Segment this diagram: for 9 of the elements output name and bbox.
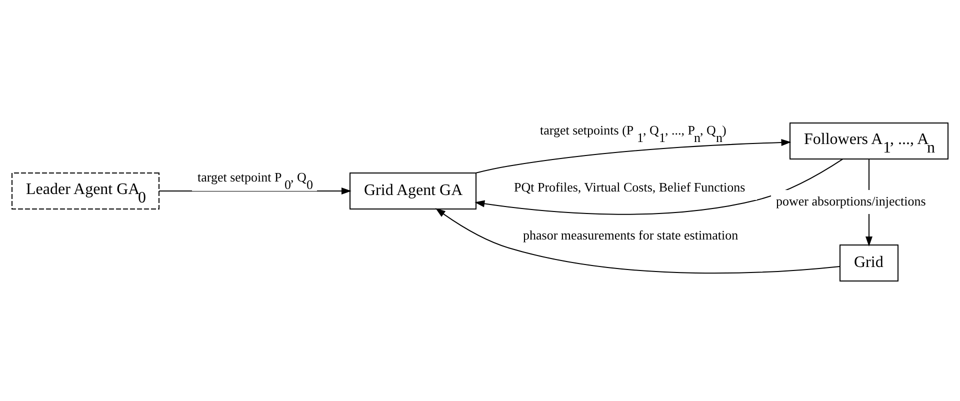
- arrow: [435, 208, 840, 274]
- node-box: Grid: [840, 244, 898, 282]
- edge-label: phasor measurements for state estimation: [523, 227, 738, 242]
- arrow: [475, 138, 792, 174]
- arrow: [474, 158, 844, 215]
- edge-label: power absorptions/injections: [776, 193, 926, 208]
- arrow: [158, 188, 352, 194]
- node-box: Grid Agent GA: [350, 172, 476, 210]
- edge-label: PQt Profiles, Virtual Costs, Belief Functions: [514, 179, 746, 194]
